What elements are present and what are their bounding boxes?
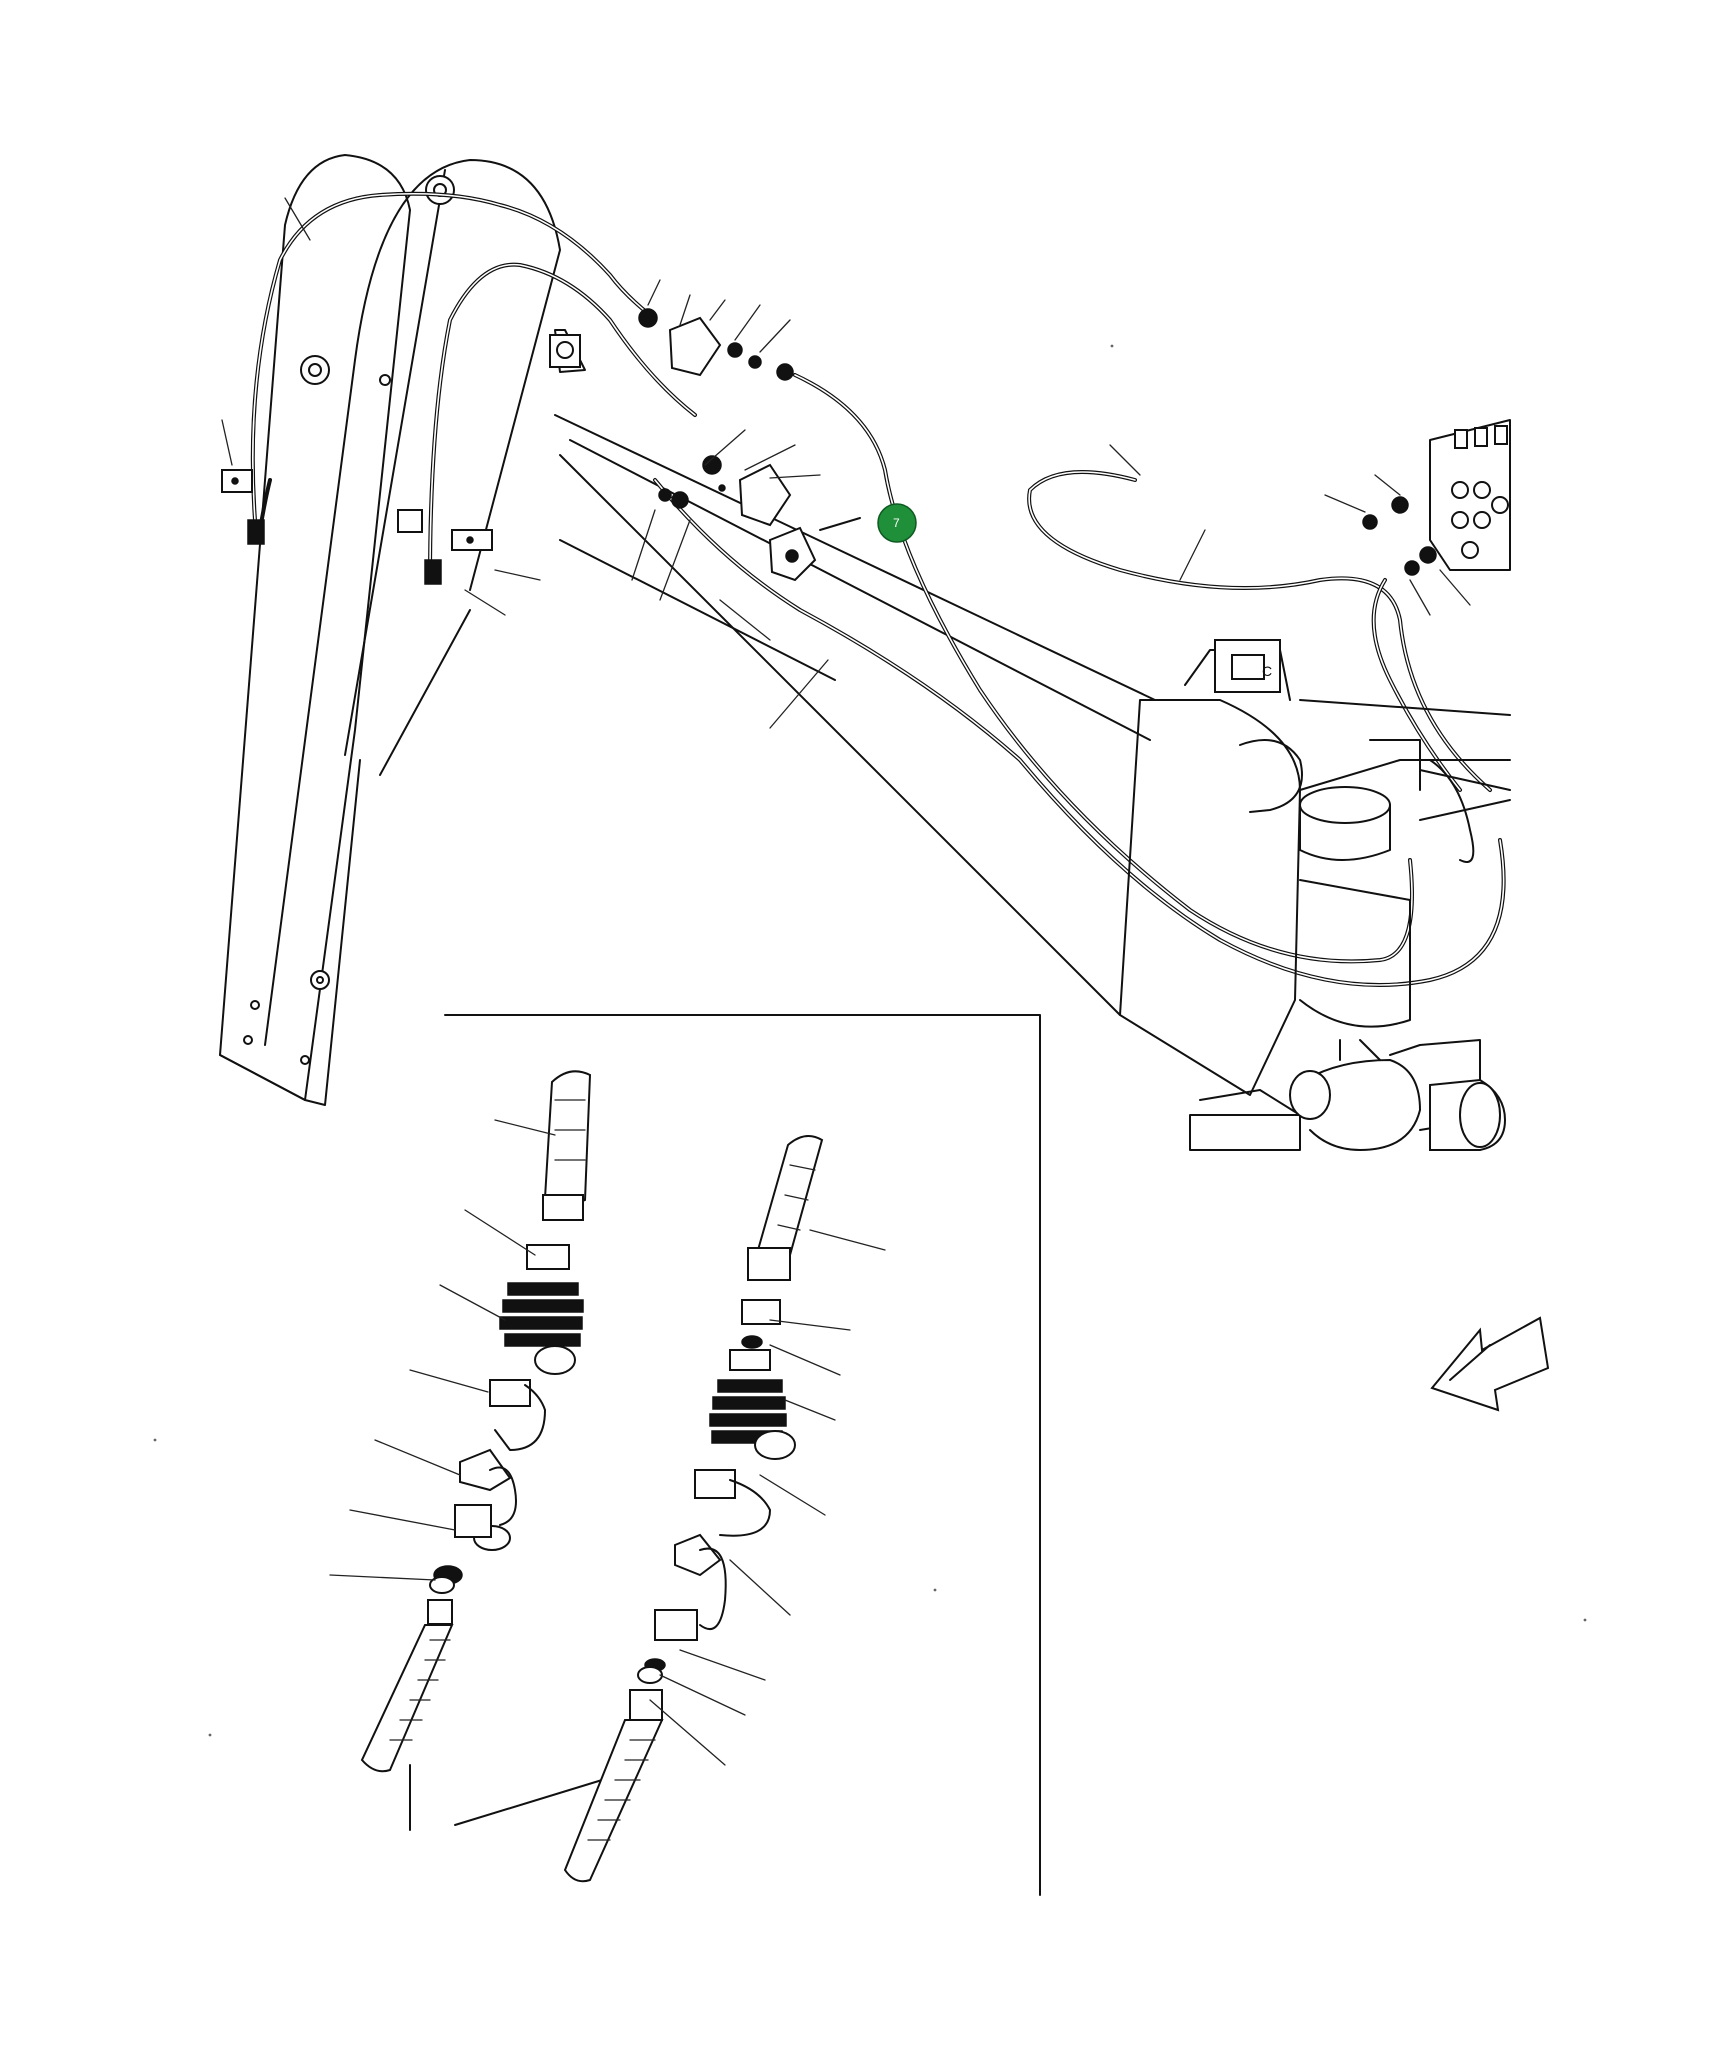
hose-clamps xyxy=(221,469,493,585)
block-marking: C xyxy=(1262,663,1272,679)
direction-arrow xyxy=(1430,1316,1550,1412)
boom-structure xyxy=(219,154,1156,1106)
leader-lines xyxy=(221,197,1206,729)
main-frame xyxy=(1119,639,1511,1151)
detail-inset xyxy=(329,1014,1041,1896)
upper-hoses xyxy=(250,191,1506,987)
control-valve-bank xyxy=(1109,419,1511,616)
callout-hotspot[interactable]: 7 xyxy=(877,503,917,543)
left-quick-coupler xyxy=(329,1070,603,1826)
right-quick-coupler xyxy=(563,1135,886,1883)
scan-dots xyxy=(153,344,1587,1737)
callout-marker-7[interactable] xyxy=(877,503,917,543)
callout-label: 7 xyxy=(893,516,900,530)
valve-blocks xyxy=(631,279,861,601)
